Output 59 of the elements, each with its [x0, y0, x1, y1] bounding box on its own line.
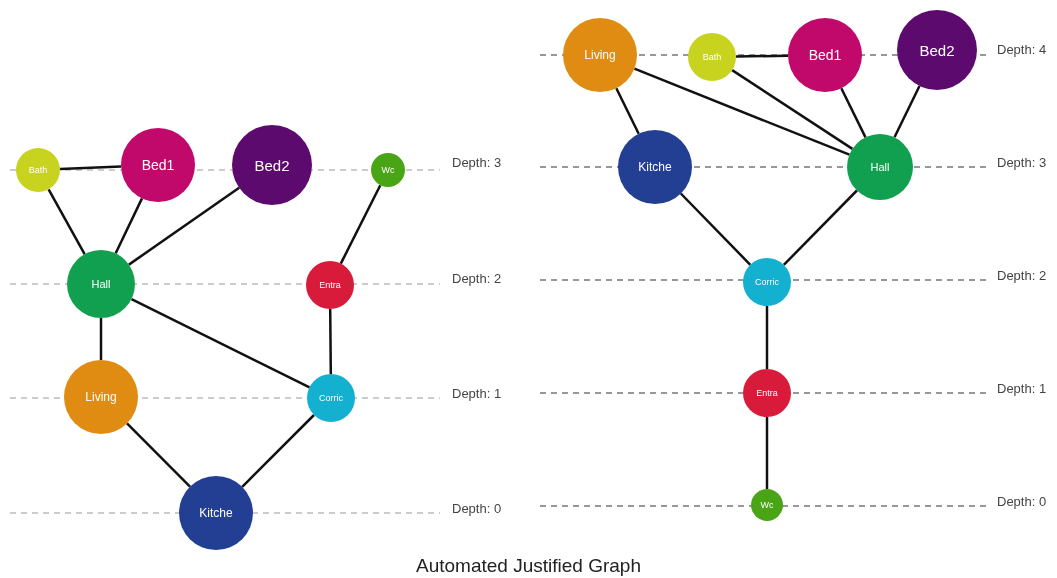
- room-label: Living: [584, 49, 616, 61]
- connector-line: [735, 54, 789, 58]
- room-label: Hall: [91, 278, 111, 290]
- room-label: Bed1: [141, 158, 175, 172]
- connector-line: [731, 69, 854, 150]
- connector-line: [99, 318, 103, 360]
- room-label: Entra: [319, 280, 341, 290]
- connector-line: [633, 67, 850, 156]
- room-label: Bath: [28, 165, 48, 175]
- room-circle: [751, 489, 783, 521]
- room-circle: [847, 134, 913, 200]
- depth-label: Depth: 4: [995, 42, 1049, 57]
- connector-line: [47, 188, 86, 255]
- diagram-title: Automated Justified Graph: [415, 555, 642, 577]
- connector-line: [615, 87, 640, 135]
- room-label: Corric: [755, 277, 779, 287]
- depth-label: Depth: 3: [450, 155, 504, 170]
- room-label: Bed1: [808, 48, 842, 62]
- connector-line: [765, 417, 769, 489]
- depth-label: Depth: 1: [995, 381, 1049, 396]
- connector-line: [765, 306, 769, 369]
- room-label: Bed2: [919, 42, 955, 58]
- room-label: Bed2: [254, 157, 290, 173]
- connector-line: [893, 85, 921, 138]
- room-label: Kitche: [199, 507, 233, 519]
- room-label: Corric: [319, 393, 343, 403]
- room-circle: [743, 369, 791, 417]
- room-circle: [16, 148, 60, 192]
- connector-line: [339, 184, 382, 265]
- room-label: Bath: [702, 52, 722, 62]
- room-circle: [179, 476, 253, 550]
- room-label: Kitche: [638, 161, 672, 173]
- room-label: Hall: [870, 161, 890, 173]
- connector-line: [128, 186, 240, 266]
- connector-line: [328, 309, 333, 374]
- connector-line: [130, 298, 311, 389]
- depth-label: Depth: 2: [995, 268, 1049, 283]
- connector-line: [114, 197, 144, 254]
- connector-line: [679, 192, 752, 266]
- room-label: Wc: [760, 500, 774, 510]
- room-circle: [688, 33, 736, 81]
- room-circle: [743, 258, 791, 306]
- room-label: Wc: [381, 165, 395, 175]
- depth-label: Depth: 0: [995, 494, 1049, 509]
- room-circle: [306, 261, 354, 309]
- connector-line: [782, 189, 858, 266]
- room-circle: [307, 374, 355, 422]
- connector-line: [840, 87, 867, 138]
- depth-label: Depth: 0: [450, 501, 504, 516]
- connector-line: [59, 165, 122, 171]
- connector-line: [241, 414, 315, 488]
- room-label: Living: [85, 391, 117, 403]
- depth-label: Depth: 3: [995, 155, 1049, 170]
- connector-line: [126, 422, 191, 488]
- depth-label: Depth: 1: [450, 386, 504, 401]
- room-circle: [371, 153, 405, 187]
- room-circle: [618, 130, 692, 204]
- depth-label: Depth: 2: [450, 271, 504, 286]
- room-label: Entra: [756, 388, 778, 398]
